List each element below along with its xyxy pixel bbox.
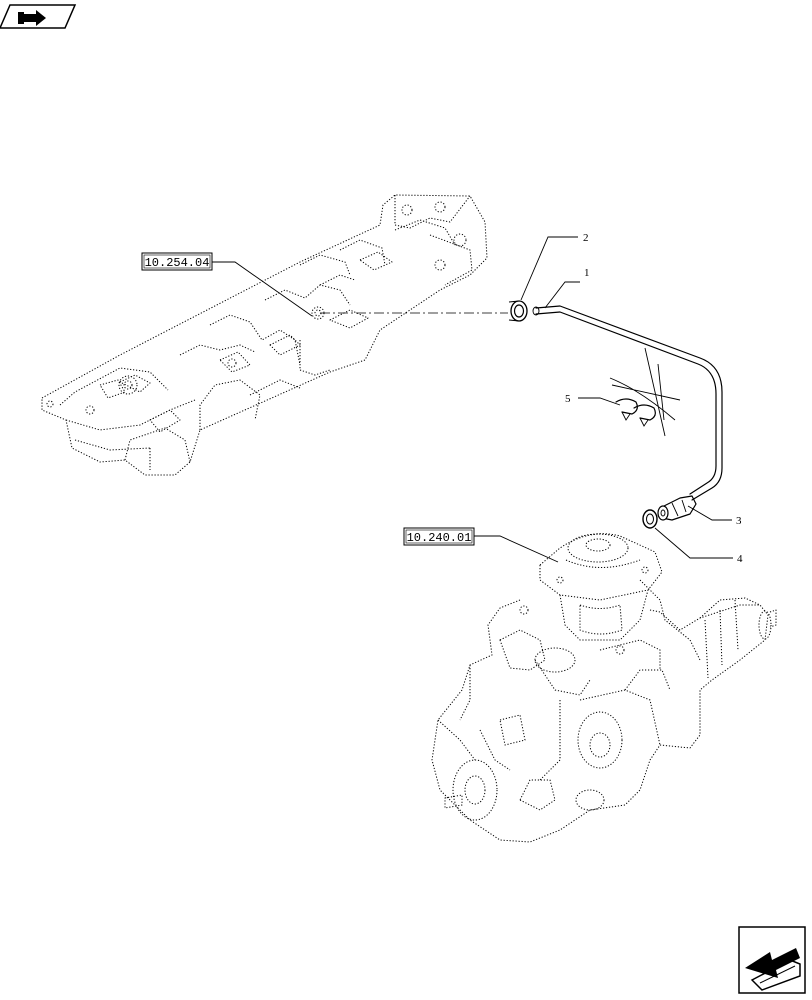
callout-2[interactable]: 2	[520, 232, 589, 301]
leader-10-240-01	[474, 535, 559, 563]
fitting-2-drawing	[508, 300, 528, 322]
injection-pump-drawing	[431, 533, 777, 843]
pump-arrow-icon[interactable]	[0, 4, 77, 29]
callout-2-label: 2	[583, 232, 589, 244]
callout-1-label: 1	[584, 267, 590, 279]
banjo-connector-3-drawing	[657, 495, 697, 521]
ref-label-10-254-04: 10.254.04	[145, 256, 210, 270]
ref-box-10-254-04[interactable]: 10.254.04	[141, 252, 213, 271]
clip-5-drawing	[609, 347, 681, 437]
callout-5-label: 5	[565, 393, 571, 405]
washer-4-drawing	[642, 509, 658, 529]
leak-off-pipe	[532, 305, 723, 501]
leader-10-254-04	[212, 261, 313, 317]
ref-box-10-240-01[interactable]: 10.240.01	[403, 527, 475, 546]
callout-4-label: 4	[737, 553, 743, 565]
callout-4[interactable]: 4	[654, 527, 743, 565]
callout-1[interactable]: 1	[544, 267, 590, 309]
ref-label-10-240-01: 10.240.01	[407, 531, 472, 545]
next-page-arrow-icon[interactable]	[738, 926, 806, 994]
callout-5[interactable]: 5	[565, 393, 621, 406]
callout-3-label: 3	[736, 515, 742, 527]
callout-3[interactable]: 3	[687, 505, 742, 527]
cylinder-head-drawing	[41, 194, 488, 476]
